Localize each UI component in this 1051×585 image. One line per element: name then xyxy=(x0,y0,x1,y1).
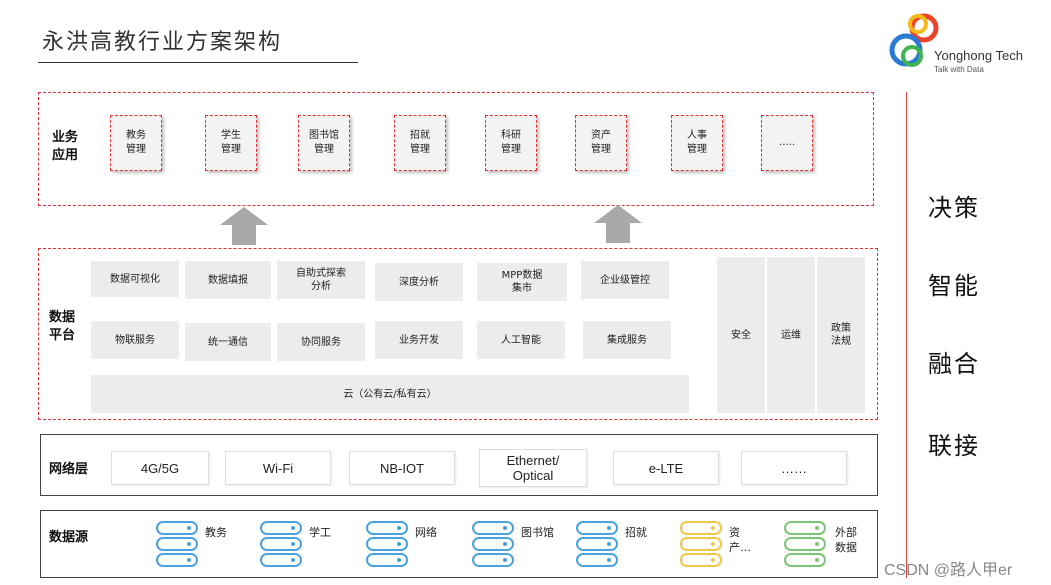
side-word-decision: 决策 xyxy=(928,194,980,222)
biz-item-hr: 人事 管理 xyxy=(671,115,723,171)
database-icon xyxy=(576,521,618,567)
database-icon xyxy=(366,521,408,567)
platform-item-self-service: 自助式探索 分析 xyxy=(277,261,365,299)
side-divider xyxy=(906,92,907,578)
datasource-label-assets: 资 产… xyxy=(729,526,751,554)
up-arrow-icon xyxy=(594,205,642,243)
platform-item-mpp-mart: MPP数据 集市 xyxy=(477,263,567,301)
platform-item-deep-analysis: 深度分析 xyxy=(375,263,463,301)
company-logo: Yonghong Tech Talk with Data xyxy=(886,10,1036,74)
datasource-layer-label: 数据源 xyxy=(49,530,89,545)
network-item-more: …… xyxy=(741,451,847,485)
business-layer: 业务 应用 教务 管理 学生 管理 图书馆 管理 招就 管理 科研 管理 资产 … xyxy=(38,92,874,206)
network-item-elte: e-LTE xyxy=(613,451,719,485)
biz-item-admission: 招就 管理 xyxy=(394,115,446,171)
platform-item-unified-comm: 统一通信 xyxy=(185,323,271,361)
datasource-layer: 数据源 教务 学工 网络 图书馆 招就 资 产… 外部 数据 xyxy=(40,510,878,578)
business-layer-label: 业务 应用 xyxy=(52,130,79,163)
datasource-label-external: 外部 数据 xyxy=(835,526,857,554)
platform-layer: 数据 平台 数据可视化 数据填报 自助式探索 分析 深度分析 MPP数据 集市 … xyxy=(38,248,878,420)
platform-policy: 政策 法规 xyxy=(817,257,865,413)
datasource-label-admission: 招就 xyxy=(625,526,647,539)
network-item-4g5g: 4G/5G xyxy=(111,451,209,485)
platform-item-governance: 企业级管控 xyxy=(581,261,669,299)
platform-layer-label: 数据 平台 xyxy=(49,310,76,343)
network-item-ethernet: Ethernet/ Optical xyxy=(479,449,587,487)
platform-item-visualization: 数据可视化 xyxy=(91,261,179,297)
database-icon xyxy=(156,521,198,567)
platform-item-biz-dev: 业务开发 xyxy=(375,321,463,359)
datasource-label-student: 学工 xyxy=(309,526,331,539)
network-item-wifi: Wi-Fi xyxy=(225,451,331,485)
biz-item-student: 学生 管理 xyxy=(205,115,257,171)
network-layer: 网络层 4G/5G Wi-Fi NB-IOT Ethernet/ Optical… xyxy=(40,434,878,496)
datasource-label-library: 图书馆 xyxy=(521,526,554,539)
logo-rings-icon xyxy=(889,13,939,67)
side-word-connect: 联接 xyxy=(928,432,980,460)
side-word-intelligence: 智能 xyxy=(928,272,980,300)
platform-security: 安全 xyxy=(717,257,765,413)
platform-item-iot: 物联服务 xyxy=(91,321,179,359)
database-icon xyxy=(260,521,302,567)
database-icon xyxy=(680,521,722,567)
network-layer-label: 网络层 xyxy=(49,462,89,477)
network-item-nbiot: NB-IOT xyxy=(349,451,455,485)
logo-name: Yonghong Tech xyxy=(934,48,1023,63)
platform-item-data-entry: 数据填报 xyxy=(185,261,271,299)
platform-cloud: 云（公有云/私有云） xyxy=(91,375,689,413)
biz-item-library: 图书馆 管理 xyxy=(298,115,350,171)
platform-item-ai: 人工智能 xyxy=(477,321,565,359)
platform-item-integration: 集成服务 xyxy=(583,321,671,359)
datasource-label-academic: 教务 xyxy=(205,526,227,539)
platform-item-collaboration: 协同服务 xyxy=(277,323,365,361)
title-underline xyxy=(38,62,358,63)
page-title: 永洪高教行业方案架构 xyxy=(42,30,283,55)
platform-operations: 运维 xyxy=(767,257,815,413)
biz-item-assets: 资产 管理 xyxy=(575,115,627,171)
logo-tagline: Talk with Data xyxy=(934,65,984,74)
watermark: CSDN @路人甲er xyxy=(884,562,1013,579)
up-arrow-icon xyxy=(220,207,268,245)
biz-item-academic: 教务 管理 xyxy=(110,115,162,171)
database-icon xyxy=(784,521,826,567)
side-word-fusion: 融合 xyxy=(928,350,980,378)
biz-item-research: 科研 管理 xyxy=(485,115,537,171)
datasource-label-network: 网络 xyxy=(415,526,437,539)
biz-item-more: ….. xyxy=(761,115,813,171)
database-icon xyxy=(472,521,514,567)
